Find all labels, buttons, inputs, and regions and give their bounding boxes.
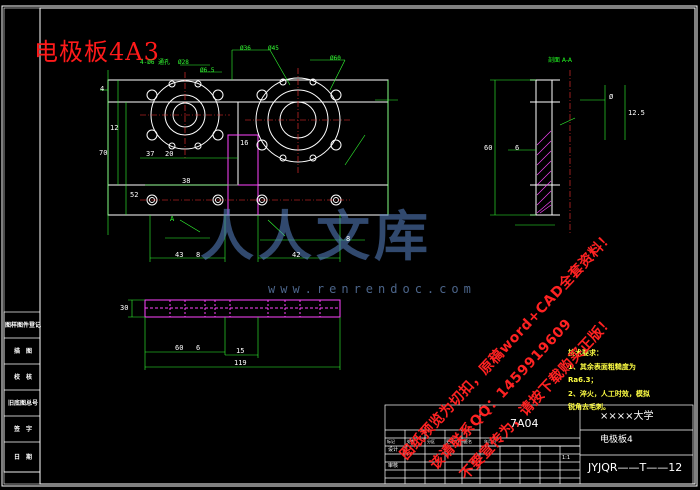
title-block-header: 处数 [407,439,415,444]
dim-text: Ø36 [240,45,251,52]
checker-label: 审核 [388,463,399,469]
dim-text: 8 [196,251,201,259]
center-lines [140,68,571,235]
section-label: 剖面 A-A [548,57,573,64]
dim-text: 4 [100,85,105,93]
section-marker: A [170,215,175,223]
dim-text: 6 [196,344,201,352]
dim-text: 70 [99,149,108,157]
dim-text: Ø45 [268,45,279,52]
scale-label: 1:1 [562,455,571,461]
dim-text: 20 [165,150,174,158]
dim-text: 15 [236,347,245,355]
dim-text: 38 [182,177,191,185]
side-table-cell: 旧底图总号 [7,400,38,407]
dim-text: 43 [175,251,184,259]
material-label: 7A04 [510,417,539,430]
tech-req-line: 锐角去毛刺。 [568,403,610,411]
outer-frame [1,5,698,487]
title-block [384,404,694,485]
title-block-header: 签名 [464,439,472,444]
side-table-cell: 图样图件登记 [4,322,41,329]
designer-label: 设计 [388,447,399,453]
drawing-number: JYJQR——T——12 [588,461,683,474]
dim-text: 6 [515,144,520,152]
drawing-title-overlay: 电极板4A3 [34,38,160,66]
tech-req-line: 1、其余表面粗糙度为 [568,363,636,371]
dim-text: 119 [234,359,247,367]
school-name: ××××大学 [600,411,654,422]
side-table-cell: 日 期 [13,454,32,461]
side-table-grid [3,311,41,473]
tech-req-line: Ra6.3； [568,376,598,384]
title-block-header: 标记 [387,439,395,444]
dim-text: 52 [130,191,139,199]
dim-text: 4-Ø6 通孔 [140,59,171,66]
section-view [530,79,560,216]
section-dimension-lines [490,79,626,226]
bottom-view [128,299,341,370]
drawing-border [39,7,696,485]
dimension-lines [100,49,398,262]
tech-req-heading: 技术要求： [568,349,603,357]
site-url-watermark: www.renrendoc.com [268,282,476,296]
dim-text: 30 [120,304,129,312]
logo-watermark: 人人文库 [200,204,432,268]
dim-text: Ø [609,93,614,101]
dim-text: Ø60 [330,55,341,62]
dim-text: 16 [240,139,249,147]
dim-text: 60 [175,344,184,352]
title-block-header: 分区 [427,439,435,444]
side-table-cell: 校 核 [13,374,32,381]
dim-text: 60 [484,144,493,152]
dim-text: Ø6.5 [200,67,215,74]
side-table-cell: 签 字 [13,426,32,433]
dim-text: 12.5 [628,109,645,117]
dim-text: 42 [292,251,301,259]
part-name: 电极板4 [600,435,633,445]
section-hatch [536,130,552,214]
title-block-header: 年月日 [484,439,496,444]
dim-text: 12 [110,124,119,132]
dim-text: 37 [146,150,155,158]
dim-text: 8 [346,235,351,243]
title-block-header: 更改文件号 [446,439,466,444]
tech-req-line: 2、淬火，人工时效，模拟 [568,390,650,398]
side-table-cell: 描 图 [13,348,32,355]
dim-text: Ø28 [178,59,189,66]
